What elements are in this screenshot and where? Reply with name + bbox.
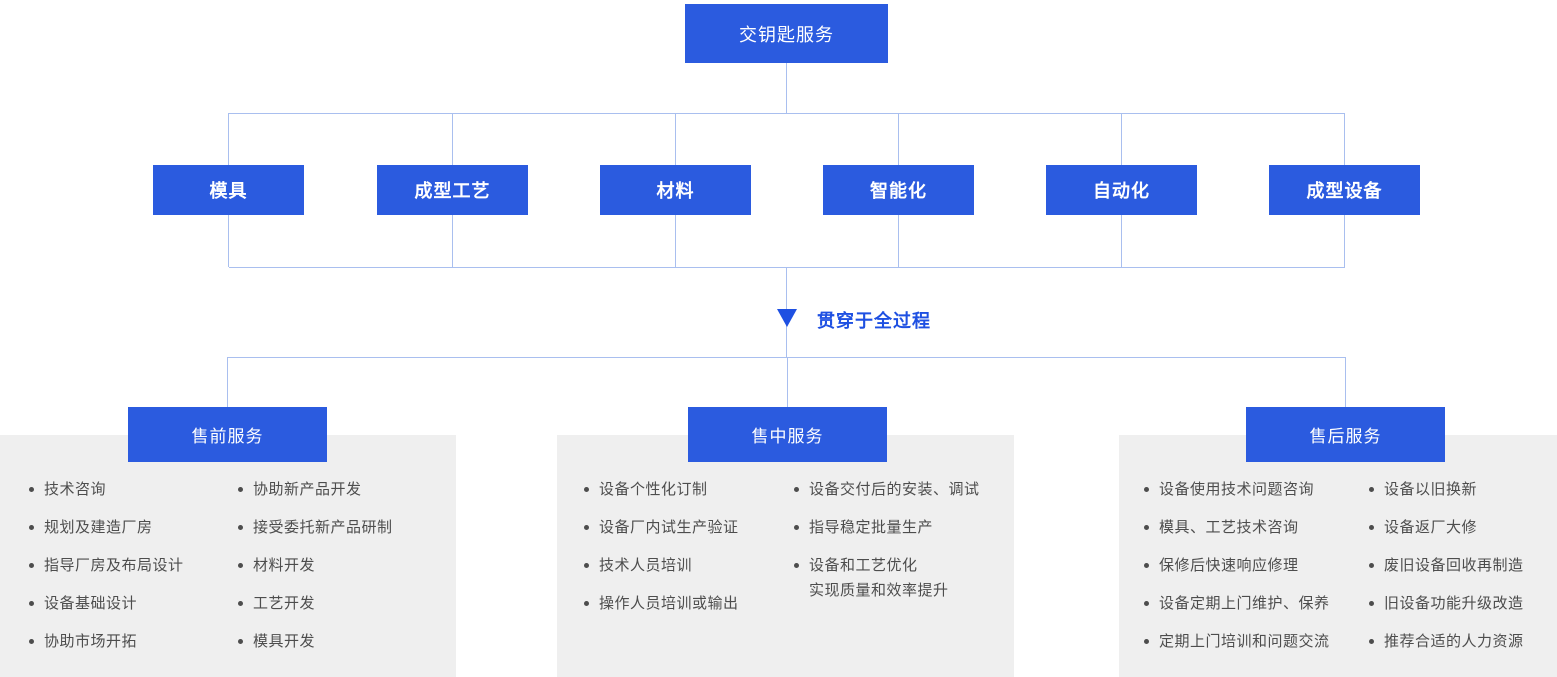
connector-line xyxy=(227,357,228,408)
list-item: 材料开发 xyxy=(237,553,393,578)
bullet-icon xyxy=(1369,487,1374,492)
connector-line xyxy=(229,267,1345,268)
list-item: 设备返厂大修 xyxy=(1368,515,1524,540)
list-item: 设备以旧换新 xyxy=(1368,477,1524,502)
connector-line xyxy=(229,113,1345,114)
bullet-icon xyxy=(238,487,243,492)
midsale-list-column-2: 设备交付后的安装、调试 指导稳定批量生产 设备和工艺优化 实现质量和效率提升 xyxy=(793,435,980,616)
connector-line xyxy=(898,215,899,267)
connector-line xyxy=(1345,357,1346,408)
bullet-icon xyxy=(584,487,589,492)
bullet-icon xyxy=(238,563,243,568)
list-item: 技术咨询 xyxy=(28,477,237,502)
bullet-icon xyxy=(1369,601,1374,606)
node-intelligence: 智能化 xyxy=(823,165,974,215)
bullet-icon xyxy=(1369,639,1374,644)
list-item: 定期上门培训和问题交流 xyxy=(1143,629,1368,654)
bullet-icon xyxy=(238,601,243,606)
bullet-icon xyxy=(29,487,34,492)
presale-list-column-1: 技术咨询 规划及建造厂房 指导厂房及布局设计 设备基础设计 协助市场开拓 xyxy=(28,435,237,667)
list-item: 旧设备功能升级改造 xyxy=(1368,591,1524,616)
connector-line xyxy=(787,357,788,408)
bullet-icon xyxy=(794,563,799,568)
list-item: 设备使用技术问题咨询 xyxy=(1143,477,1368,502)
bullet-icon xyxy=(1144,487,1149,492)
list-item: 设备个性化订制 xyxy=(583,477,793,502)
list-item: 指导厂房及布局设计 xyxy=(28,553,237,578)
list-item: 指导稳定批量生产 xyxy=(793,515,980,540)
connector-line xyxy=(1121,215,1122,267)
bullet-icon xyxy=(238,525,243,530)
node-automation: 自动化 xyxy=(1046,165,1197,215)
connector-line xyxy=(1344,215,1345,267)
panel-presale: 技术咨询 规划及建造厂房 指导厂房及布局设计 设备基础设计 协助市场开拓 协助新… xyxy=(0,435,456,677)
bullet-icon xyxy=(1144,525,1149,530)
connector-line xyxy=(675,113,676,165)
panel-aftersale: 设备使用技术问题咨询 模具、工艺技术咨询 保修后快速响应修理 设备定期上门维护、… xyxy=(1119,435,1557,677)
bullet-icon xyxy=(238,639,243,644)
bullet-icon xyxy=(1369,563,1374,568)
arrow-down-icon xyxy=(777,309,797,327)
list-item: 推荐合适的人力资源 xyxy=(1368,629,1524,654)
bullet-icon xyxy=(794,487,799,492)
bullet-icon xyxy=(584,601,589,606)
list-item: 模具、工艺技术咨询 xyxy=(1143,515,1368,540)
list-item: 保修后快速响应修理 xyxy=(1143,553,1368,578)
connector-line xyxy=(452,215,453,267)
list-item: 协助新产品开发 xyxy=(237,477,393,502)
connector-line xyxy=(452,113,453,165)
bullet-icon xyxy=(584,563,589,568)
bullet-icon xyxy=(584,525,589,530)
bullet-icon xyxy=(29,639,34,644)
connector-line xyxy=(675,215,676,267)
midsale-list-column-1: 设备个性化订制 设备厂内试生产验证 技术人员培训 操作人员培训或输出 xyxy=(583,435,793,629)
presale-list-column-2: 协助新产品开发 接受委托新产品研制 材料开发 工艺开发 模具开发 xyxy=(237,435,393,667)
list-item: 协助市场开拓 xyxy=(28,629,237,654)
list-item: 模具开发 xyxy=(237,629,393,654)
connector-line xyxy=(1121,113,1122,165)
connector-line xyxy=(786,63,787,113)
bullet-icon xyxy=(29,601,34,606)
list-item: 设备厂内试生产验证 xyxy=(583,515,793,540)
list-item: 操作人员培训或输出 xyxy=(583,591,793,616)
list-item: 技术人员培训 xyxy=(583,553,793,578)
list-item: 设备和工艺优化 实现质量和效率提升 xyxy=(793,553,980,603)
connector-line xyxy=(1344,113,1345,165)
node-midsale-service: 售中服务 xyxy=(688,407,887,462)
panel-midsale: 设备个性化订制 设备厂内试生产验证 技术人员培训 操作人员培训或输出 设备交付后… xyxy=(557,435,1014,677)
bullet-icon xyxy=(1144,601,1149,606)
bullet-icon xyxy=(1369,525,1374,530)
list-item: 工艺开发 xyxy=(237,591,393,616)
list-item: 设备基础设计 xyxy=(28,591,237,616)
bullet-icon xyxy=(29,563,34,568)
list-item: 接受委托新产品研制 xyxy=(237,515,393,540)
list-item: 设备定期上门维护、保养 xyxy=(1143,591,1368,616)
aftersale-list-column-2: 设备以旧换新 设备返厂大修 废旧设备回收再制造 旧设备功能升级改造 推荐合适的人… xyxy=(1368,435,1524,667)
connector-line xyxy=(228,215,229,267)
bullet-icon xyxy=(794,525,799,530)
node-mould: 模具 xyxy=(153,165,304,215)
connector-line xyxy=(228,113,229,165)
node-turnkey-service: 交钥匙服务 xyxy=(685,4,888,63)
bullet-icon xyxy=(29,525,34,530)
list-item: 设备交付后的安装、调试 xyxy=(793,477,980,502)
list-item: 废旧设备回收再制造 xyxy=(1368,553,1524,578)
bullet-icon xyxy=(1144,639,1149,644)
process-note: 贯穿于全过程 xyxy=(817,311,931,331)
node-presale-service: 售前服务 xyxy=(128,407,327,462)
node-material: 材料 xyxy=(600,165,751,215)
list-item: 规划及建造厂房 xyxy=(28,515,237,540)
connector-line xyxy=(898,113,899,165)
node-forming-process: 成型工艺 xyxy=(377,165,528,215)
node-forming-equipment: 成型设备 xyxy=(1269,165,1420,215)
aftersale-list-column-1: 设备使用技术问题咨询 模具、工艺技术咨询 保修后快速响应修理 设备定期上门维护、… xyxy=(1143,435,1368,667)
node-aftersale-service: 售后服务 xyxy=(1246,407,1445,462)
bullet-icon xyxy=(1144,563,1149,568)
